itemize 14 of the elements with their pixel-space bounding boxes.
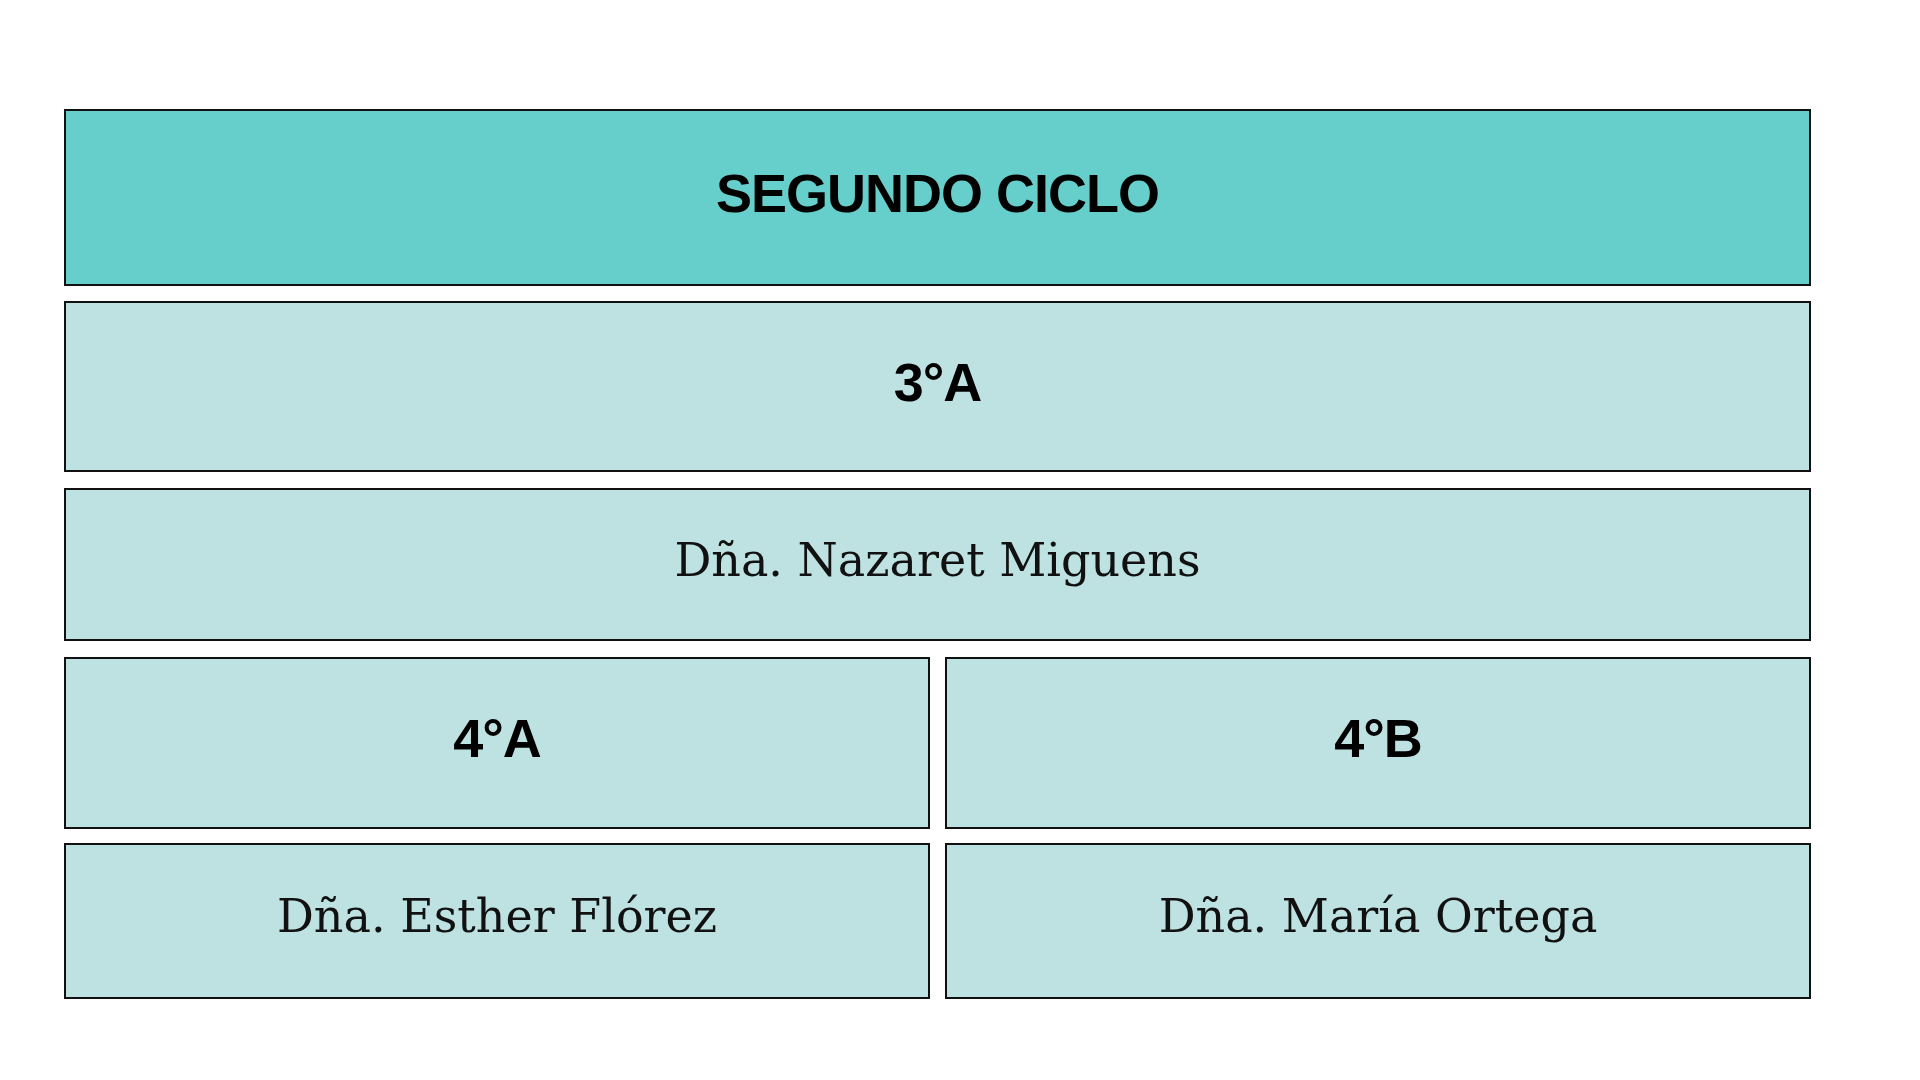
class-row [64, 301, 1811, 472]
class-row [945, 657, 1811, 829]
heading-band [64, 109, 1811, 286]
teacher-name: Dña. María Ortega [1158, 889, 1598, 943]
teacher-name: Dña. Esther Flórez [276, 889, 718, 943]
class-label: 4°B [1334, 707, 1422, 769]
teacher-row [64, 488, 1811, 641]
teacher-name: Dña. Nazaret Miguens [674, 532, 1201, 587]
class-label: 4°A [453, 707, 541, 769]
class-label: 3°A [893, 350, 982, 413]
teacher-row [64, 843, 930, 999]
teacher-row [945, 843, 1811, 999]
heading-text: SEGUNDO CICLO [716, 161, 1159, 224]
class-row [64, 657, 930, 829]
